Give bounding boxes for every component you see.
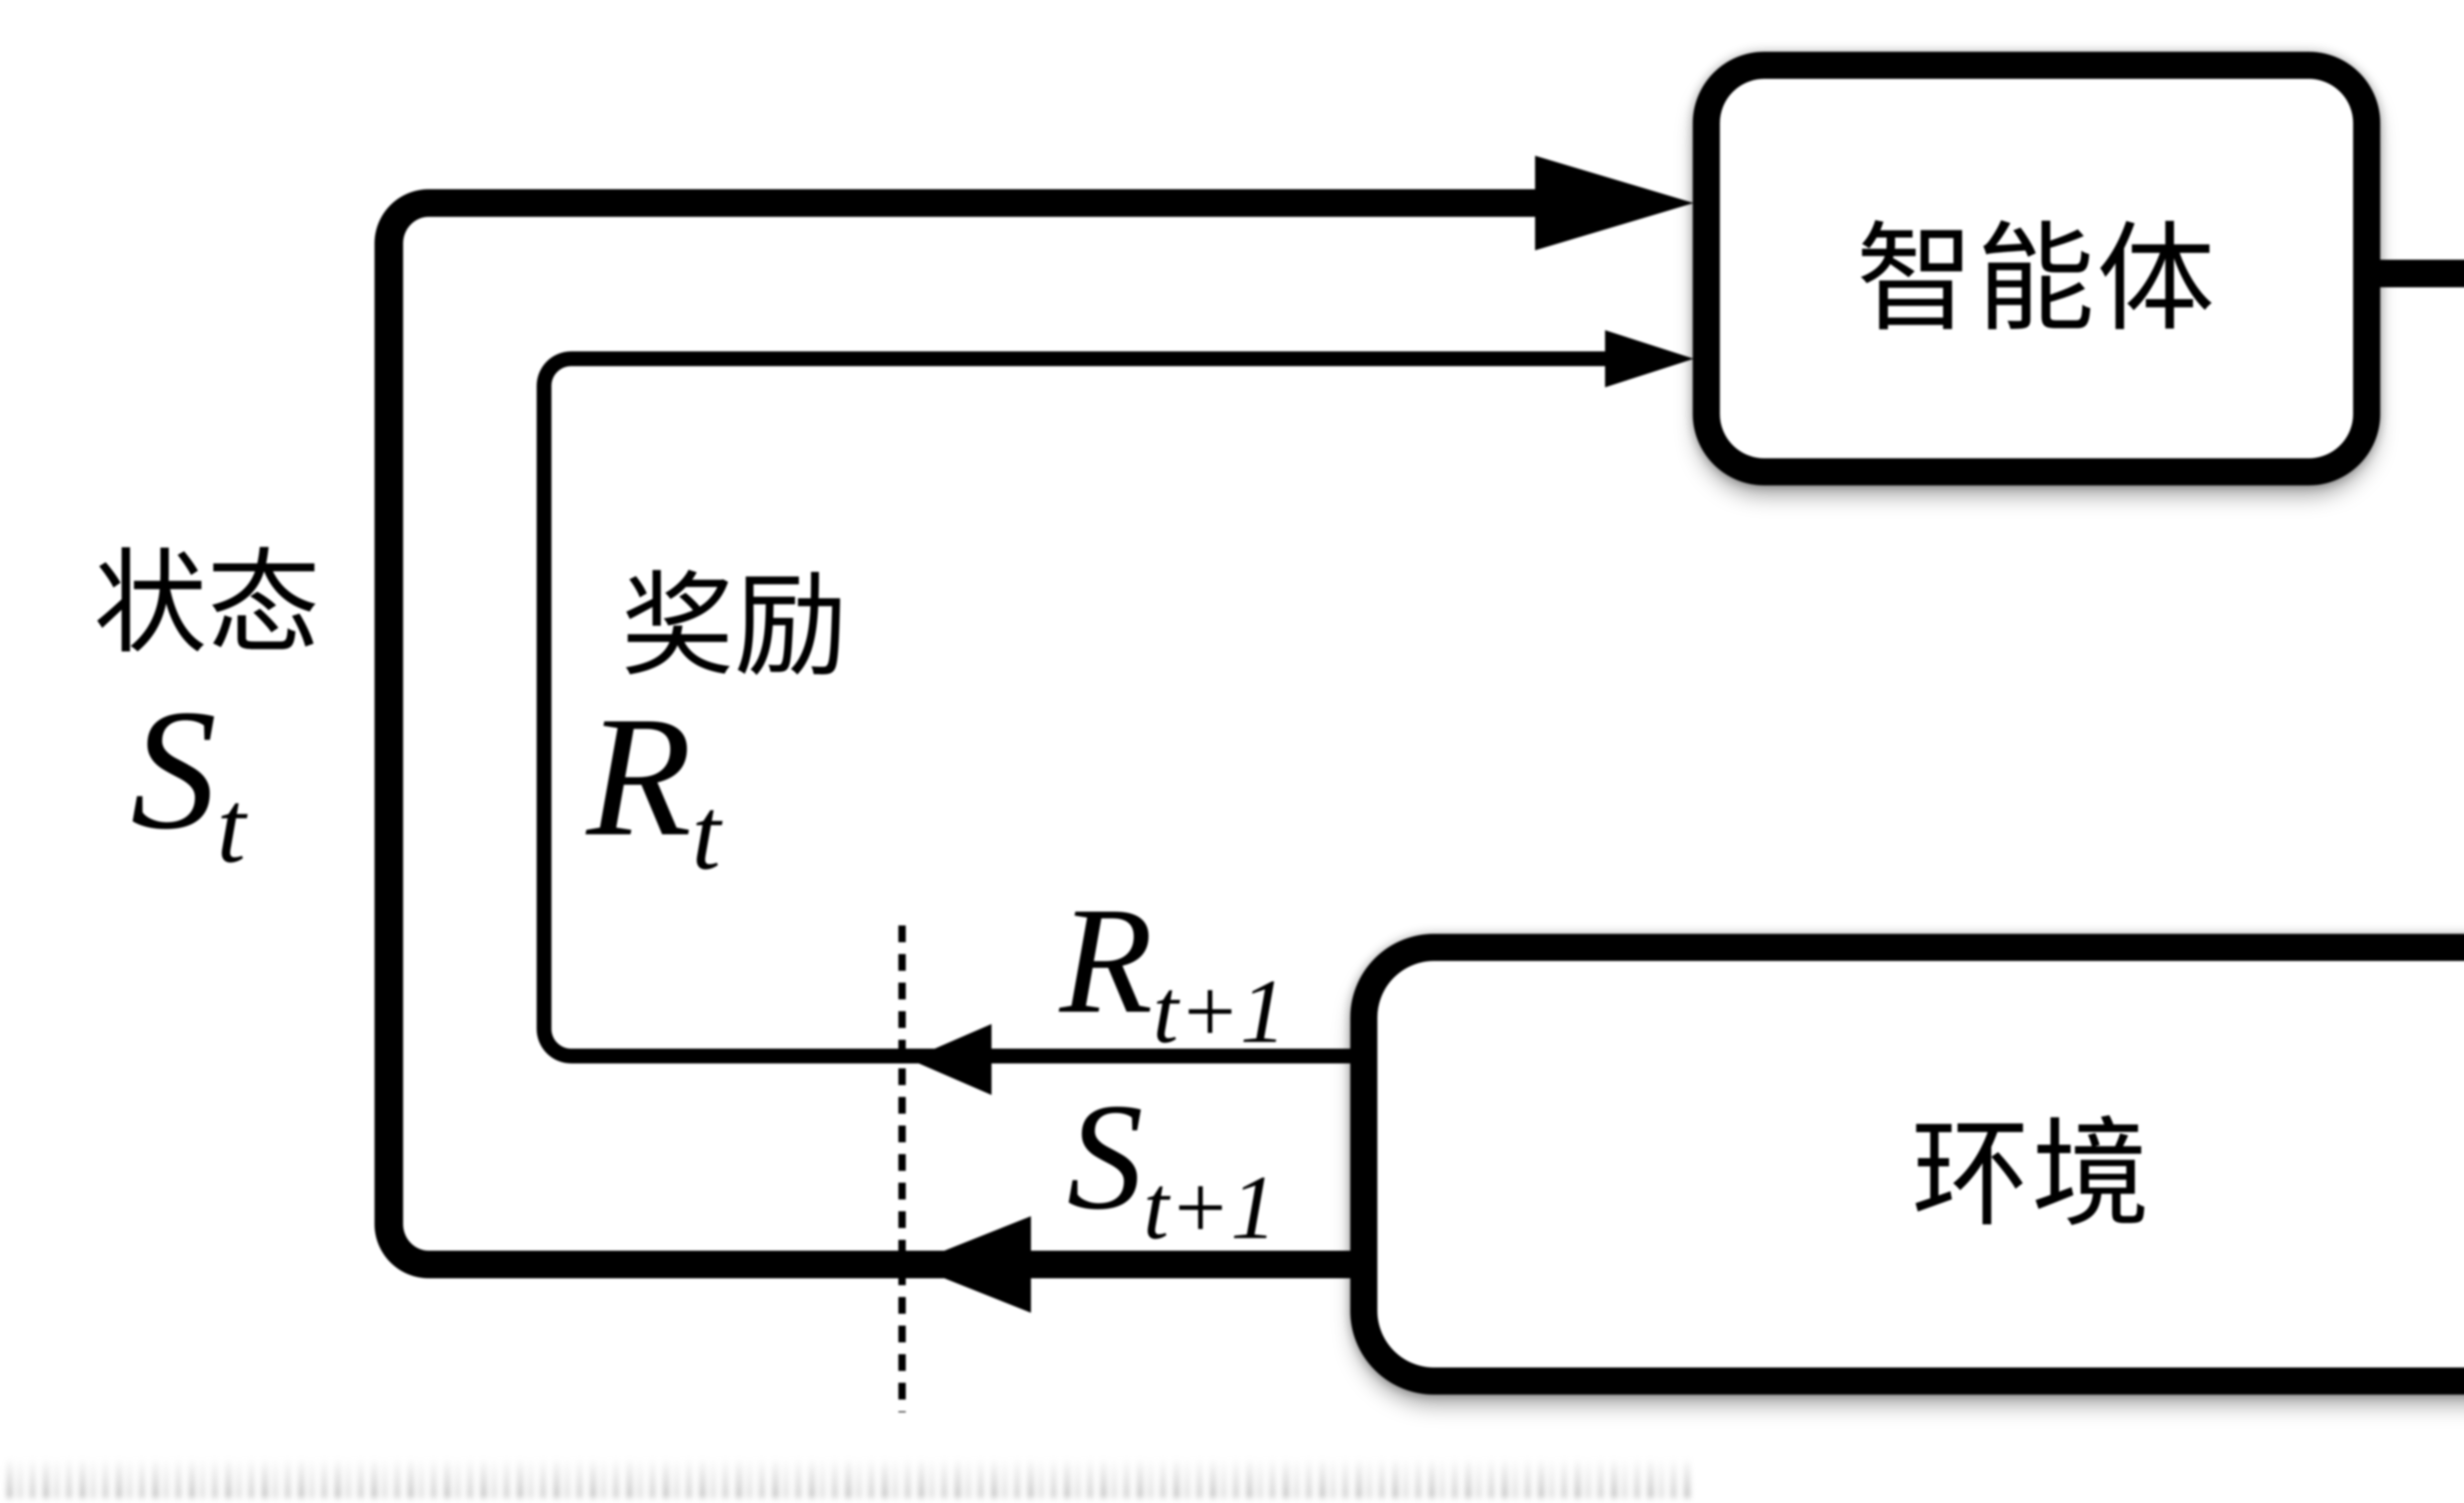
- next-reward-symbol-subscript: t+1: [1153, 960, 1286, 1062]
- state-word-label: 状态: [93, 542, 320, 667]
- reward-symbol-label: Rt: [586, 690, 720, 886]
- agent-box: 智能体: [1693, 52, 2380, 485]
- environment-label: 环境: [1911, 1110, 2152, 1241]
- cropped-caption-fragment: [7, 1460, 1693, 1498]
- next-reward-symbol: R: [1060, 876, 1153, 1045]
- reward-symbol: R: [586, 681, 692, 872]
- reward-word-label: 奖励: [620, 564, 848, 690]
- state-symbol-label: St: [131, 683, 245, 879]
- next-state-arrowhead: [910, 1216, 1031, 1313]
- state-to-agent-arrowhead: [1535, 156, 1694, 250]
- next-reward-symbol-label: Rt+1: [1060, 885, 1286, 1058]
- agent-label: 智能体: [1856, 214, 2217, 345]
- time-step-divider-dashed-line: [898, 925, 906, 1412]
- next-reward-arrowhead: [910, 1024, 992, 1095]
- next-state-symbol-subscript: t+1: [1143, 1157, 1277, 1259]
- state-symbol-subscript: t: [217, 770, 246, 885]
- reward-to-agent-arrowhead: [1605, 330, 1694, 387]
- state-symbol: S: [131, 674, 217, 865]
- reward-line-extension: [1331, 351, 1619, 366]
- action-line-extension: [2375, 260, 2464, 287]
- state-line-extension: [1331, 189, 1550, 217]
- state-loop-line: [375, 189, 1365, 1278]
- next-state-symbol-label: St+1: [1067, 1081, 1276, 1254]
- next-state-symbol: S: [1067, 1072, 1143, 1241]
- environment-box: 环境: [1350, 934, 2464, 1395]
- reward-symbol-subscript: t: [691, 777, 721, 891]
